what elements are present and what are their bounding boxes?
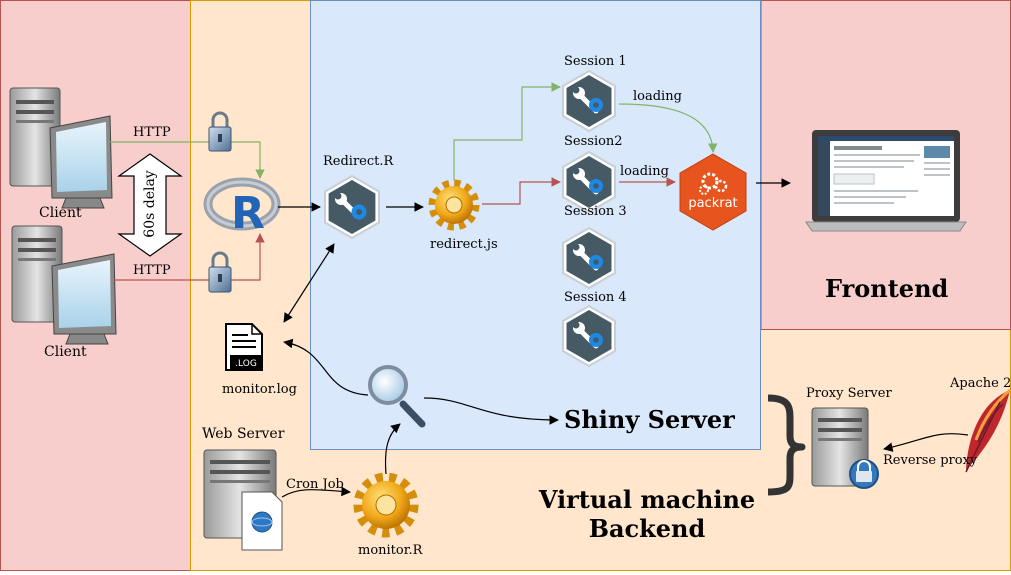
- session4-hex-icon: [562, 304, 616, 368]
- client-computer-icon: [9, 87, 113, 209]
- redirect-r-hex-icon: [324, 174, 380, 240]
- web-server-label: Web Server: [202, 426, 285, 442]
- vm-title-line1: Virtual machine: [538, 485, 756, 514]
- http-top-label: HTTP: [133, 125, 171, 140]
- session1-loading-arrow: [618, 103, 718, 153]
- session2-label: Session2: [564, 134, 623, 149]
- apache-label: Apache 2: [950, 376, 1011, 391]
- cron-job-arrow: [281, 486, 351, 498]
- packrat-hex-icon: [679, 153, 747, 231]
- redirect-js-label: redirect.js: [430, 237, 498, 252]
- proxy-server-label: Proxy Server: [806, 386, 892, 401]
- loading1-label: loading: [633, 89, 682, 104]
- js-to-session1-arrow: [453, 82, 561, 180]
- cron-job-label: Cron Job: [286, 477, 344, 492]
- brace-shape: [767, 394, 806, 496]
- log-file-icon: [225, 323, 263, 371]
- http-bottom-label: HTTP: [133, 263, 171, 278]
- redirect-log-double-arrow: [283, 243, 335, 323]
- lock-icon: [208, 251, 232, 293]
- r-logo-letter: R: [231, 188, 265, 239]
- apache-feather-icon: [965, 388, 1011, 473]
- session1-hex-icon: [562, 69, 616, 133]
- frontend-label: Frontend: [825, 274, 949, 303]
- monitor-r-gear-icon: [353, 472, 419, 538]
- delay-double-arrow: [117, 153, 183, 257]
- reverse-proxy-label: Reverse proxy: [883, 453, 978, 468]
- laptop-icon: [805, 130, 967, 232]
- web-server-icon: [203, 449, 283, 551]
- session4-label: Session 4: [564, 290, 627, 305]
- session1-label: Session 1: [564, 54, 627, 69]
- monitor-r-label: monitor.R: [358, 543, 423, 558]
- session3-hex-icon: [562, 226, 616, 290]
- redirect-r-label: Redirect.R: [323, 154, 394, 169]
- magnifier-icon: [368, 365, 426, 428]
- session2-hex-icon: [562, 150, 616, 214]
- client-bottom-label: Client: [44, 344, 87, 360]
- packrat-label: packrat: [688, 196, 737, 211]
- magnifier-to-shiny-arrow: [423, 397, 559, 425]
- loading2-label: loading: [620, 164, 669, 179]
- magnifier-to-log-arrow: [283, 338, 369, 396]
- vm-title-line2: Backend: [588, 514, 706, 543]
- shiny-server-label: Shiny Server: [564, 405, 735, 434]
- http-bottom-connector: [114, 233, 265, 281]
- delay-label: 60s delay: [142, 170, 158, 238]
- apache-to-proxy-arrow: [883, 433, 969, 452]
- monitor-to-magnifier-arrow: [384, 423, 401, 475]
- client-computer-icon: [11, 225, 117, 345]
- proxy-server-icon: [811, 407, 879, 489]
- log-badge-label: .LOG: [235, 359, 257, 369]
- monitor-log-label: monitor.log: [222, 382, 297, 397]
- js-to-session2-arrow: [482, 177, 561, 205]
- redirect-js-gear-icon: [428, 179, 480, 231]
- client-top-label: Client: [39, 205, 82, 221]
- lock-icon: [208, 111, 232, 152]
- r-logo-icon: [203, 177, 281, 231]
- http-top-connector: [110, 141, 265, 179]
- session3-label: Session 3: [564, 204, 627, 219]
